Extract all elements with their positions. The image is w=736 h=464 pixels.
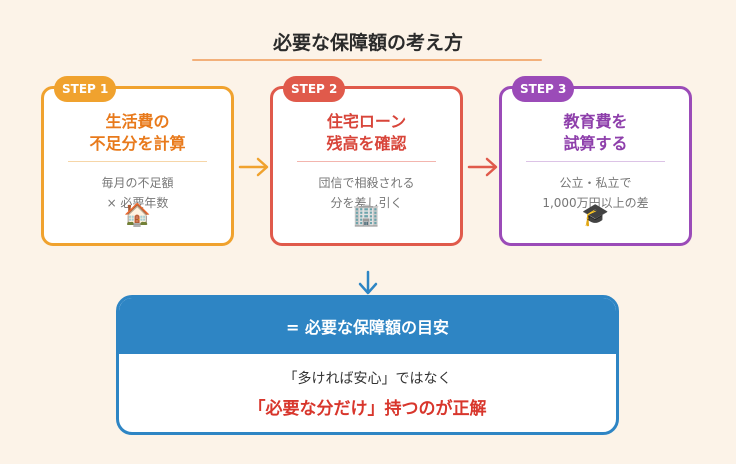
step-1-desc-line2: × 必要年数	[106, 196, 169, 210]
step-1-heading: 生活費の 不足分を計算	[44, 111, 231, 155]
step-3-desc-line1: 公立・私立で	[559, 176, 632, 190]
step-1-desc-line1: 毎月の不足額	[101, 176, 174, 190]
arrow-down-icon	[358, 270, 378, 295]
step-2-description: 団信で相殺される 分を差し引く	[273, 173, 460, 213]
step-3-description: 公立・私立で 1,000万円以上の差	[502, 173, 689, 213]
step-1-card: STEP 1 生活費の 不足分を計算 毎月の不足額 × 必要年数 🏠	[41, 76, 234, 246]
step-1-heading-line1: 生活費の	[105, 112, 170, 131]
building-icon: 🏢	[352, 203, 381, 228]
step-2-card: STEP 2 住宅ローン 残高を確認 団信で相殺される 分を差し引く 🏢	[270, 76, 463, 246]
step-2-heading-line2: 残高を確認	[326, 134, 407, 153]
step-2-divider	[297, 161, 436, 162]
step-2-desc-line2: 分を差し引く	[330, 196, 403, 210]
step-2-heading-line1: 住宅ローン	[326, 112, 407, 131]
step-3-heading-line1: 教育費を	[563, 112, 628, 131]
step-1-description: 毎月の不足額 × 必要年数	[44, 173, 231, 213]
result-line2: 「必要な分だけ」持つのが正解	[248, 399, 487, 419]
step-1-heading-line2: 不足分を計算	[89, 134, 186, 153]
title-underline	[192, 59, 542, 61]
step-1-badge: STEP 1	[54, 76, 117, 102]
step-3-card: STEP 3 教育費を 試算する 公立・私立で 1,000万円以上の差 🎓	[499, 76, 692, 246]
graduation-cap-icon: 🎓	[581, 203, 610, 228]
step-3-divider	[526, 161, 665, 162]
step-2-badge: STEP 2	[283, 76, 346, 102]
step-2-desc-line1: 団信で相殺される	[318, 176, 415, 190]
step-2-heading: 住宅ローン 残高を確認	[273, 111, 460, 155]
arrow-right-icon	[467, 157, 498, 177]
step-3-desc-line2: 1,000万円以上の差	[542, 196, 649, 210]
house-icon: 🏠	[123, 203, 152, 228]
page-title: 必要な保障額の考え方	[272, 32, 463, 54]
step-3-badge: STEP 3	[512, 76, 575, 102]
step-3-heading-line2: 試算する	[563, 134, 628, 153]
result-heading: = 必要な保障額の目安	[119, 298, 616, 354]
step-3-heading: 教育費を 試算する	[502, 111, 689, 155]
result-line1: 「多ければ安心」ではなく	[283, 371, 452, 387]
step-1-divider	[68, 161, 207, 162]
result-box: = 必要な保障額の目安 「多ければ安心」ではなく 「必要な分だけ」持つのが正解	[116, 295, 619, 435]
arrow-right-icon	[238, 157, 269, 177]
